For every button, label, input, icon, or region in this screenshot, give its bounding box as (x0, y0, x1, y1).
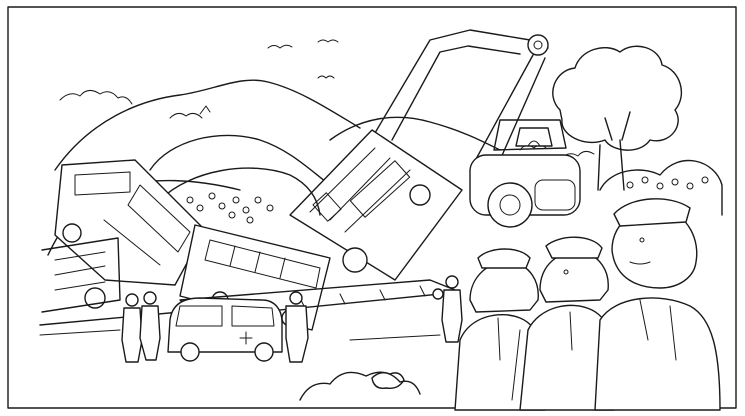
police-officer-icon (594, 198, 721, 411)
bird-icon (317, 75, 335, 79)
birds-group (267, 39, 339, 79)
rubble-pile (159, 167, 709, 224)
bird-icon (317, 39, 339, 43)
bystanders-left (121, 275, 463, 363)
bird-icon (267, 44, 293, 49)
foreground-rocks (39, 329, 441, 401)
tree-icon (552, 45, 683, 191)
police-officer-icon (519, 236, 616, 411)
ambulance-icon (167, 297, 283, 362)
train-car-icon (289, 129, 463, 281)
picture-frame (7, 6, 737, 409)
crane-icon (371, 29, 581, 228)
police-officer-icon (454, 248, 547, 411)
